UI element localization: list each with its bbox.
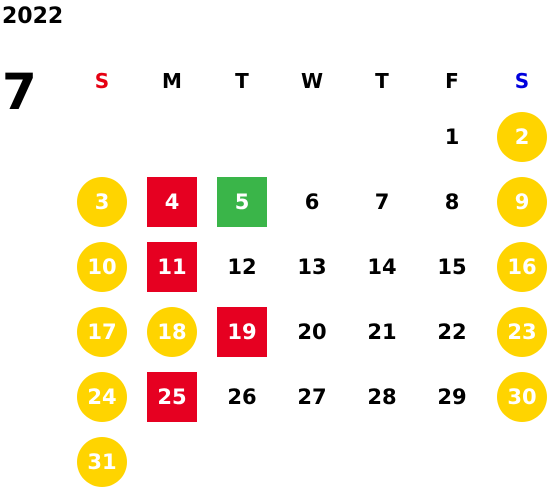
calendar-cell: 2	[487, 104, 548, 169]
calendar-cell: 15	[417, 234, 487, 299]
calendar-cell	[137, 104, 207, 169]
day-10[interactable]: 10	[77, 241, 127, 292]
day-2[interactable]: 2	[497, 111, 547, 162]
calendar-cell: 5	[207, 169, 277, 234]
calendar-cell: 17	[67, 299, 137, 364]
calendar-cell: 29	[417, 364, 487, 429]
weekday-header-mon: M	[162, 69, 182, 93]
day-29[interactable]: 29	[437, 384, 467, 409]
calendar-cell: 22	[417, 299, 487, 364]
day-31[interactable]: 31	[77, 436, 127, 487]
day-23[interactable]: 23	[497, 306, 547, 357]
calendar-cell: 7	[347, 169, 417, 234]
day-17[interactable]: 17	[77, 306, 127, 357]
month-number: 7	[2, 63, 37, 121]
calendar-cell: 1	[417, 104, 487, 169]
calendar-cell	[487, 429, 548, 494]
calendar-cell: 30	[487, 364, 548, 429]
day-14[interactable]: 14	[367, 254, 397, 279]
calendar-cell: 25	[137, 364, 207, 429]
day-27[interactable]: 27	[297, 384, 327, 409]
calendar-cell	[347, 104, 417, 169]
day-26[interactable]: 26	[227, 384, 257, 409]
calendar-cell: 21	[347, 299, 417, 364]
calendar-cell: 8	[417, 169, 487, 234]
calendar-cell: 28	[347, 364, 417, 429]
day-12[interactable]: 12	[227, 254, 257, 279]
day-6[interactable]: 6	[304, 189, 320, 214]
calendar-cell	[417, 429, 487, 494]
day-19[interactable]: 19	[217, 306, 267, 357]
day-25[interactable]: 25	[147, 371, 197, 422]
calendar-cell: 18	[137, 299, 207, 364]
calendar-cell: 23	[487, 299, 548, 364]
day-5[interactable]: 5	[217, 176, 267, 227]
calendar-cell: 12	[207, 234, 277, 299]
weekday-header-sun: S	[94, 69, 110, 93]
weekday-header-wed: W	[300, 69, 324, 93]
calendar-cell: 11	[137, 234, 207, 299]
day-3[interactable]: 3	[77, 176, 127, 227]
calendar-cell: 19	[207, 299, 277, 364]
day-20[interactable]: 20	[297, 319, 327, 344]
calendar-cell: 20	[277, 299, 347, 364]
day-9[interactable]: 9	[497, 176, 547, 227]
calendar-cell: 24	[67, 364, 137, 429]
calendar-cell: 16	[487, 234, 548, 299]
calendar-cell: 14	[347, 234, 417, 299]
calendar-cell: 6	[277, 169, 347, 234]
day-22[interactable]: 22	[437, 319, 467, 344]
day-28[interactable]: 28	[367, 384, 397, 409]
day-13[interactable]: 13	[297, 254, 327, 279]
day-1[interactable]: 1	[444, 124, 460, 149]
day-15[interactable]: 15	[437, 254, 467, 279]
day-18[interactable]: 18	[147, 306, 197, 357]
calendar-cell: 13	[277, 234, 347, 299]
calendar-cell: 31	[67, 429, 137, 494]
day-7[interactable]: 7	[374, 189, 390, 214]
calendar-cell	[207, 429, 277, 494]
day-11[interactable]: 11	[147, 241, 197, 292]
calendar-cell: 9	[487, 169, 548, 234]
calendar-cell	[137, 429, 207, 494]
weekday-header-tue: T	[235, 69, 249, 93]
day-24[interactable]: 24	[77, 371, 127, 422]
calendar-cell: 10	[67, 234, 137, 299]
calendar-cell: 4	[137, 169, 207, 234]
calendar-cell: 27	[277, 364, 347, 429]
calendar-cell	[207, 104, 277, 169]
calendar-cell: 26	[207, 364, 277, 429]
day-8[interactable]: 8	[444, 189, 460, 214]
weekday-header-sat: S	[514, 69, 530, 93]
year-label: 2022	[2, 4, 64, 29]
day-16[interactable]: 16	[497, 241, 547, 292]
day-21[interactable]: 21	[367, 319, 397, 344]
day-4[interactable]: 4	[147, 176, 197, 227]
calendar-cell	[277, 429, 347, 494]
calendar-cell: 3	[67, 169, 137, 234]
calendar-cell	[347, 429, 417, 494]
day-30[interactable]: 30	[497, 371, 547, 422]
weekday-header-thu: T	[375, 69, 389, 93]
calendar-cell	[277, 104, 347, 169]
weekday-header-fri: F	[445, 69, 459, 93]
calendar-cell	[67, 104, 137, 169]
